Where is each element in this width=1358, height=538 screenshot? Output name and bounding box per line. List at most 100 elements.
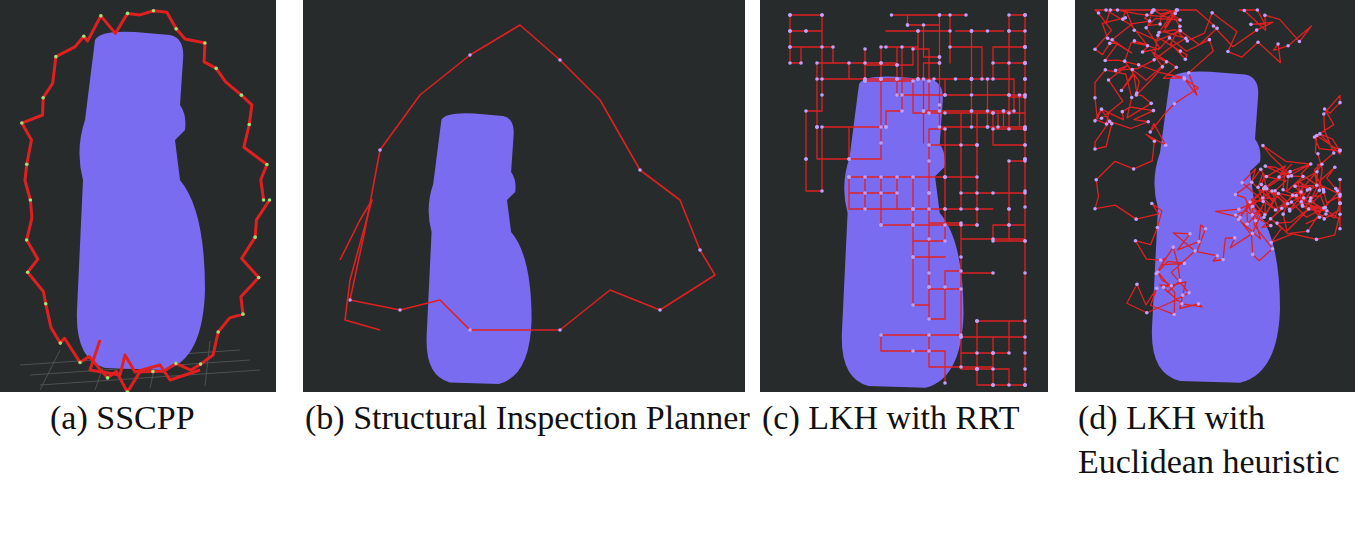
viewpoint-marker — [1275, 221, 1279, 225]
viewpoint-marker — [1322, 190, 1326, 194]
viewpoint-marker — [906, 23, 910, 27]
viewpoint-marker — [1002, 109, 1006, 113]
viewpoint-marker — [820, 77, 824, 81]
viewpoint-marker — [1156, 226, 1160, 230]
viewpoint-marker — [975, 319, 979, 323]
viewpoint-marker — [1007, 13, 1011, 17]
viewpoint-marker — [943, 175, 947, 179]
viewpoint-marker — [1134, 239, 1138, 243]
viewpoint-marker — [1313, 135, 1317, 139]
viewpoint-marker — [991, 351, 995, 355]
viewpoint-marker — [1216, 254, 1220, 258]
viewpoint-marker — [927, 191, 931, 195]
viewpoint-marker — [1093, 147, 1097, 151]
viewpoint-marker — [863, 79, 867, 83]
viewpoint-marker — [1281, 212, 1285, 216]
viewpoint-marker — [927, 111, 931, 115]
inspection-path — [1093, 8, 1342, 316]
viewpoint-marker — [1338, 194, 1342, 198]
viewpoint-marker — [247, 123, 251, 127]
viewpoint-marker — [948, 13, 952, 17]
viewpoint-marker — [970, 29, 974, 33]
viewpoint-marker — [1193, 249, 1197, 253]
viewpoint-marker — [1338, 202, 1342, 206]
viewpoint-marker — [1023, 77, 1027, 81]
viewpoint-marker — [1168, 36, 1172, 40]
viewpoint-marker — [1100, 107, 1104, 111]
viewpoint-marker — [1261, 196, 1265, 200]
viewpoint-marker — [1093, 119, 1097, 123]
viewpoint-marker — [943, 111, 947, 115]
viewpoint-marker — [799, 61, 803, 65]
viewpoint-marker — [1023, 383, 1027, 387]
viewpoint-marker — [975, 143, 979, 147]
viewpoint-marker — [1184, 57, 1188, 61]
viewpoint-marker — [1134, 217, 1138, 221]
viewpoint-marker — [44, 302, 48, 306]
viewpoint-marker — [240, 93, 244, 97]
viewpoint-marker — [1315, 170, 1319, 174]
viewpoint-marker — [927, 285, 931, 289]
inspection-path — [340, 25, 715, 332]
viewpoint-marker — [1023, 127, 1027, 131]
viewpoint-marker — [1259, 167, 1263, 171]
viewpoint-marker — [927, 285, 931, 289]
viewpoint-marker — [970, 77, 974, 81]
viewpoint-marker — [1338, 227, 1342, 231]
viewpoint-marker — [1269, 224, 1273, 228]
viewpoint-marker — [1007, 207, 1011, 211]
viewpoint-marker — [879, 61, 883, 65]
viewpoint-marker — [991, 367, 995, 371]
viewpoint-marker — [991, 383, 995, 387]
viewpoint-marker — [1023, 335, 1027, 339]
viewpoint-marker — [1007, 29, 1011, 33]
viewpoint-marker — [879, 77, 883, 81]
viewpoint-marker — [1007, 61, 1011, 65]
viewpoint-marker — [927, 271, 931, 275]
viewpoint-marker — [1106, 36, 1110, 40]
viewpoint-marker — [975, 367, 979, 371]
viewpoint-marker — [253, 235, 257, 239]
viewpoint-marker — [41, 96, 45, 100]
viewpoint-marker — [1023, 13, 1027, 17]
viewpoint-marker — [1012, 109, 1016, 113]
viewpoint-marker — [1251, 205, 1255, 209]
viewpoint-marker — [658, 308, 662, 312]
viewpoint-marker — [1288, 209, 1292, 213]
viewpoint-marker — [58, 341, 62, 345]
viewpoint-marker — [900, 109, 904, 113]
viewpoint-marker — [1256, 40, 1260, 44]
viewpoint-marker — [1261, 200, 1265, 204]
viewpoint-marker — [1263, 13, 1267, 17]
viewpoint-marker — [1315, 238, 1319, 242]
viewpoint-marker — [970, 93, 974, 97]
viewpoint-marker — [1176, 8, 1180, 12]
viewpoint-marker — [1301, 175, 1305, 179]
viewpoint-marker — [54, 55, 58, 59]
viewpoint-marker — [1274, 208, 1278, 212]
viewpoint-marker — [954, 77, 958, 81]
statue-model — [1152, 72, 1280, 383]
viewpoint-marker — [1183, 77, 1187, 81]
viewpoint-marker — [900, 45, 904, 49]
viewpoint-marker — [1320, 162, 1324, 166]
viewpoint-marker — [911, 255, 915, 259]
viewpoint-marker — [884, 125, 888, 129]
viewpoint-marker — [970, 109, 974, 113]
viewpoint-marker — [788, 13, 792, 17]
viewpoint-marker — [1175, 65, 1179, 69]
viewpoint-marker — [1007, 383, 1011, 387]
viewpoint-marker — [1172, 313, 1176, 317]
viewpoint-marker — [1023, 29, 1027, 33]
viewpoint-marker — [959, 335, 963, 339]
viewpoint-marker — [1116, 8, 1120, 12]
viewpoint-marker — [927, 191, 931, 195]
viewpoint-marker — [1104, 8, 1108, 12]
viewpoint-marker — [948, 29, 952, 33]
viewpoint-marker — [1023, 383, 1027, 387]
viewpoint-marker — [879, 77, 883, 81]
viewpoint-marker — [1120, 110, 1124, 114]
viewpoint-marker — [1318, 132, 1322, 136]
viewpoint-marker — [959, 255, 963, 259]
viewpoint-marker — [900, 93, 904, 97]
